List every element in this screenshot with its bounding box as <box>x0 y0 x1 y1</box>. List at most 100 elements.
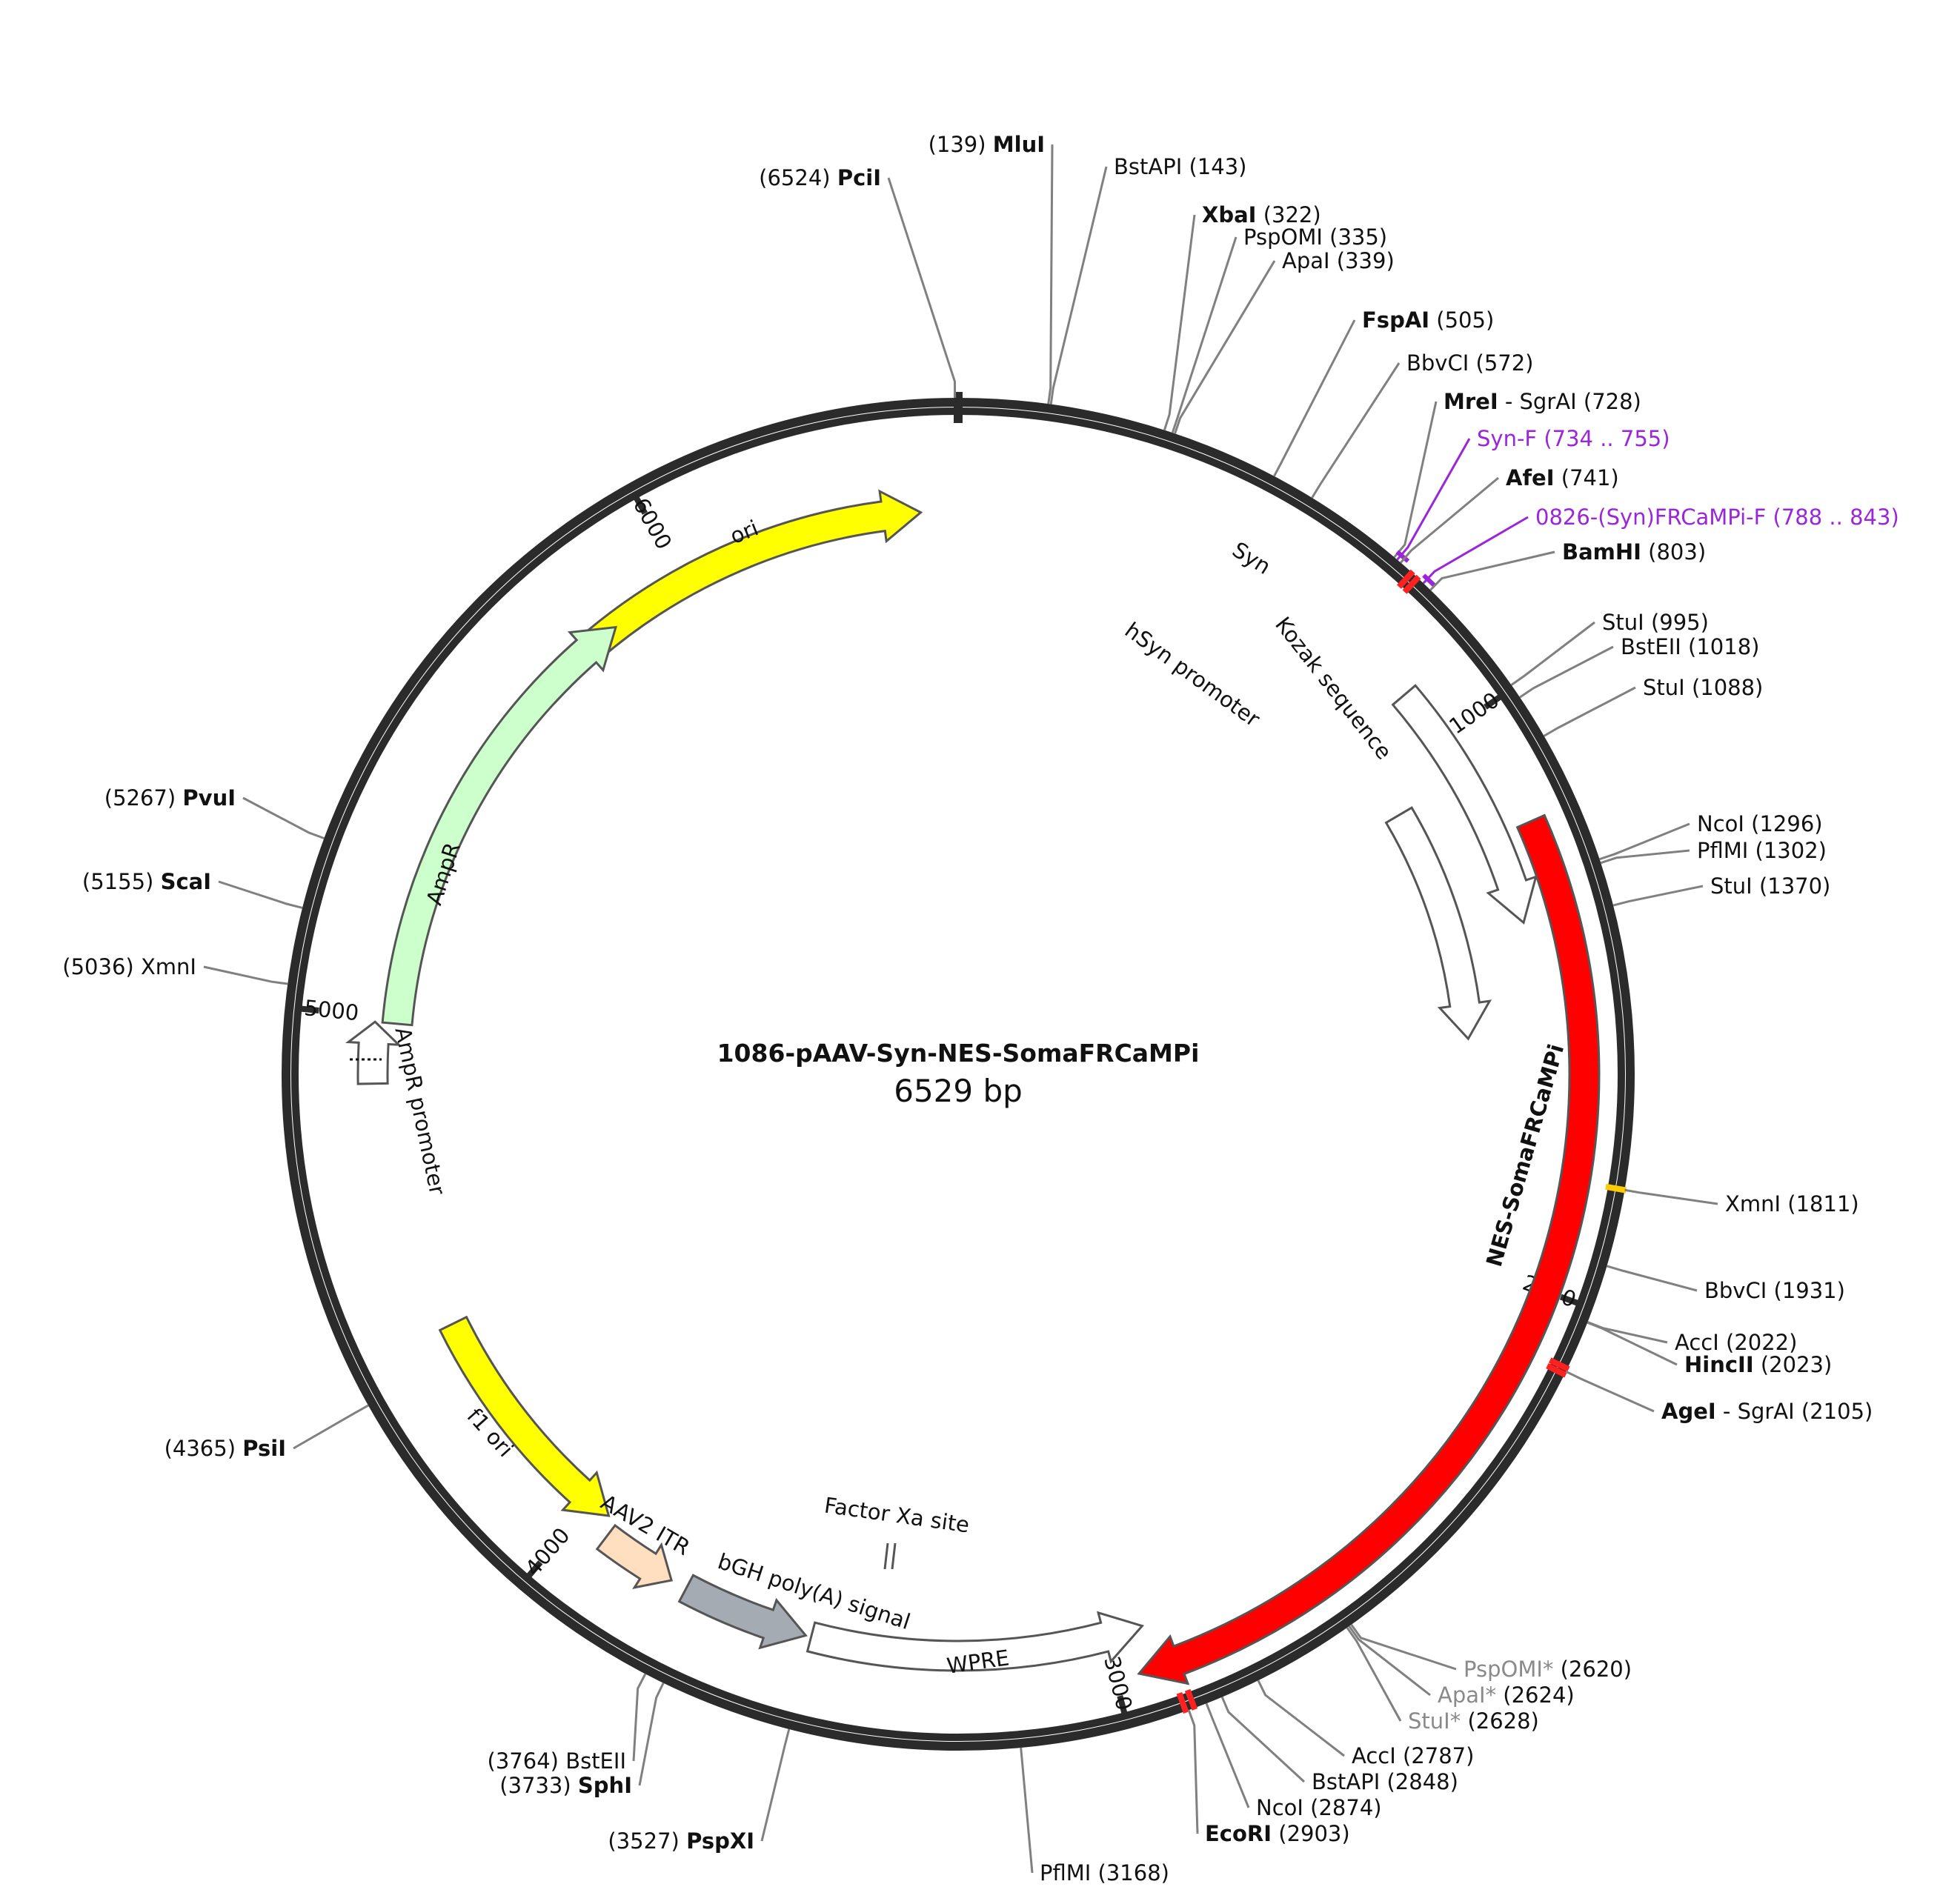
site-label-bbvci[interactable]: BbvCI (1931) <box>1704 1278 1845 1303</box>
feature-ampr-promoter[interactable] <box>345 1020 402 1085</box>
site-label-pflmi[interactable]: PflMI (3168) <box>1040 1860 1169 1885</box>
tick-4000 <box>525 1560 543 1580</box>
restriction-sites: (6524) PciI (139) MluI BstAPI (143) XbaI (3… <box>62 132 1898 1885</box>
site-label-pspomi[interactable]: PspOMI* (2620) <box>1464 1657 1632 1682</box>
feature-bgh-poly-a-signal[interactable] <box>677 1574 808 1650</box>
feature-hsyn-promoter[interactable] <box>1384 806 1492 1041</box>
site-label-afei[interactable]: AfeI (741) <box>1506 465 1619 490</box>
site-label-bamhi[interactable]: BamHI (803) <box>1562 539 1706 565</box>
site-leader-line <box>1205 1702 1250 1808</box>
tick-label-5000: 5000 <box>303 995 360 1025</box>
site-label-stui[interactable]: StuI (1088) <box>1643 675 1763 700</box>
feature-nes-somafrcampi[interactable] <box>1137 813 1601 1685</box>
site-label-ecori[interactable]: EcoRI (2903) <box>1205 1821 1350 1846</box>
site-leader-line <box>1187 1709 1199 1834</box>
site-leader-line <box>1049 166 1108 405</box>
site-label-stui[interactable]: StuI* (2628) <box>1408 1708 1539 1734</box>
site-leader-line <box>1348 1625 1431 1697</box>
site-leader-line <box>1350 1624 1457 1671</box>
site-leader-line <box>632 1673 647 1762</box>
primer-mark <box>1395 550 1410 563</box>
site-label-pspxi[interactable]: (3527) PspXI <box>608 1828 754 1854</box>
site-label-syn-f[interactable]: Syn-F (734 .. 755) <box>1477 426 1670 451</box>
feature-aav2-itr[interactable] <box>595 1523 674 1589</box>
tick-label-6000: 6000 <box>628 493 677 553</box>
site-label-ncoi[interactable]: NcoI (2874) <box>1256 1795 1382 1820</box>
site-leader-line <box>1587 1321 1678 1366</box>
site-leader-line <box>1624 1188 1718 1205</box>
backbone-site-mark <box>1402 574 1421 594</box>
site-label-bsteii[interactable]: (3764) BstEII <box>488 1748 626 1774</box>
tick-5000 <box>299 1005 319 1013</box>
site-label-pspomi[interactable]: PspOMI (335) <box>1243 224 1387 250</box>
tick-label-3000: 3000 <box>1099 1654 1137 1713</box>
site-label-bsteii[interactable]: BstEII (1018) <box>1621 634 1759 659</box>
site-label-stui[interactable]: StuI (1370) <box>1710 873 1830 899</box>
site-label-xmni[interactable]: (5036) XmnI <box>62 954 196 979</box>
site-label-apai[interactable]: ApaI (339) <box>1282 248 1395 273</box>
feature-f1-ori[interactable] <box>438 1315 611 1517</box>
site-leader-line <box>242 796 325 839</box>
site-label-scai[interactable]: (5155) ScaI <box>82 869 211 894</box>
plasmid-title: 1086-pAAV-Syn-NES-SomaFRCaMPi <box>717 1039 1200 1068</box>
feature-label-ampr-promoter: AmpR promoter <box>390 1025 450 1197</box>
site-label-pcii[interactable]: (6524) PciI <box>759 165 881 190</box>
site-label-pvui[interactable]: (5267) PvuI <box>104 785 236 810</box>
site-label-acci[interactable]: AccI (2787) <box>1352 1743 1474 1768</box>
site-label-mlui[interactable]: (139) MluI <box>928 132 1045 157</box>
feature-ampr[interactable] <box>381 625 618 1027</box>
site-leader-line <box>1510 621 1595 686</box>
feature-label-factor-xa-site: Factor Xa site <box>823 1492 971 1537</box>
site-label-bstapi[interactable]: BstAPI (143) <box>1114 154 1246 179</box>
site-label-xbai[interactable]: XbaI (322) <box>1202 202 1321 227</box>
site-label-0826-syn-frcampi-f[interactable]: 0826-(Syn)FRCaMPi-F (788 .. 843) <box>1535 505 1899 530</box>
site-label-psii[interactable]: (4365) PsiI <box>165 1436 286 1461</box>
backbone-site-mark <box>1396 569 1415 589</box>
backbone-site-mark <box>1184 1688 1198 1711</box>
site-label-xmni[interactable]: XmnI (1811) <box>1725 1191 1859 1216</box>
site-leader-line <box>1612 885 1704 907</box>
site-leader-line <box>1396 438 1471 561</box>
site-label-hincii[interactable]: HincII (2023) <box>1684 1352 1832 1377</box>
site-leader-line <box>887 177 957 399</box>
backbone-site-mark <box>1546 1363 1567 1378</box>
site-leader-line <box>1600 849 1690 865</box>
site-leader-line <box>1163 214 1196 430</box>
site-label-acci[interactable]: AccI (2022) <box>1675 1330 1797 1355</box>
site-leader-line <box>1565 1370 1655 1413</box>
site-label-mrei[interactable]: MreI - SgrAI (728) <box>1444 389 1641 414</box>
site-leader-line <box>1220 1697 1306 1783</box>
site-label-pflmi[interactable]: PflMI (1302) <box>1697 838 1827 863</box>
site-leader-line <box>1400 476 1499 564</box>
backbone-site-mark <box>1548 1357 1570 1372</box>
factor-xa-mark <box>891 1542 897 1570</box>
site-leader-line <box>1257 1680 1345 1757</box>
backbone-site-mark <box>1176 1691 1189 1714</box>
tick-2000 <box>1559 1294 1581 1307</box>
site-label-bbvci[interactable]: BbvCI (572) <box>1406 350 1533 376</box>
site-leader-line <box>1607 1265 1698 1292</box>
site-label-stui[interactable]: StuI (995) <box>1602 610 1709 635</box>
tick-6000 <box>633 495 648 515</box>
site-label-fspai[interactable]: FspAI (505) <box>1362 307 1494 333</box>
site-leader-line <box>1429 550 1555 591</box>
site-leader-line <box>1273 319 1356 477</box>
site-leader-line <box>1047 144 1054 405</box>
site-leader-line <box>1171 236 1238 433</box>
feature-syn[interactable] <box>1391 684 1538 925</box>
site-label-ncoi[interactable]: NcoI (1296) <box>1697 811 1823 836</box>
site-leader-line <box>760 1728 791 1842</box>
site-leader-line <box>1587 1321 1668 1344</box>
site-label-bstapi[interactable]: BstAPI (2848) <box>1312 1769 1458 1794</box>
site-label-apai[interactable]: ApaI* (2624) <box>1438 1682 1575 1708</box>
site-leader-line <box>1311 362 1401 499</box>
site-leader-line <box>1020 1747 1034 1874</box>
site-leader-line <box>293 1404 369 1450</box>
feature-wpre[interactable] <box>805 1611 1145 1672</box>
site-label-agei[interactable]: AgeI - SgrAI (2105) <box>1661 1399 1873 1424</box>
plasmid-size: 6529 bp <box>894 1073 1023 1109</box>
feature-label-syn: Syn <box>1228 537 1275 579</box>
site-label-sphi[interactable]: (3733) SphI <box>499 1773 632 1798</box>
tick-label-1000: 1000 <box>1444 687 1504 739</box>
